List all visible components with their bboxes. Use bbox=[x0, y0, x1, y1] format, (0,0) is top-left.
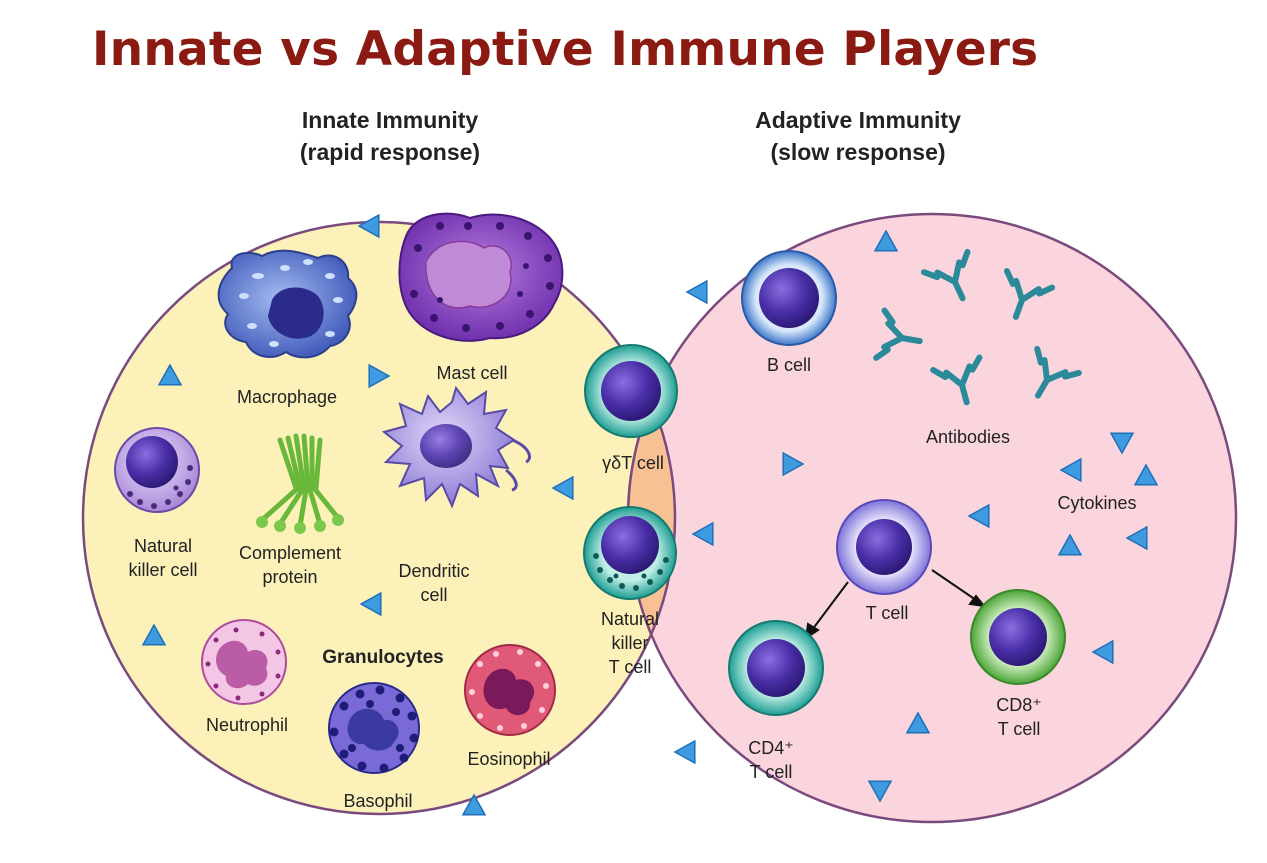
complement-protein-heads bbox=[256, 514, 344, 534]
natural-killer-cell-illustration bbox=[114, 427, 200, 513]
innate-heading-block: Innate Immunity (rapid response) bbox=[240, 104, 540, 168]
dendritic-cell-illustration bbox=[381, 385, 531, 509]
innate-subheading: (rapid response) bbox=[299, 139, 481, 165]
cytokine-triangle bbox=[157, 363, 183, 386]
cytokine-triangle bbox=[1057, 533, 1083, 556]
b-cell-label: B cell bbox=[767, 355, 811, 375]
cytokine-triangle bbox=[1091, 639, 1114, 665]
cytokine-triangle bbox=[1109, 432, 1135, 455]
eosinophil-label: Eosinophil bbox=[467, 749, 550, 769]
cd4-t-cell-label-line1: CD4⁺ bbox=[748, 738, 794, 758]
gamma-delta-t-cell-illustration bbox=[584, 344, 678, 438]
adaptive-circle bbox=[628, 214, 1236, 822]
eosinophil-illustration bbox=[464, 644, 556, 736]
antibodies-illustration bbox=[873, 248, 1082, 406]
t-cell-label: T cell bbox=[866, 603, 909, 623]
neutrophil-label: Neutrophil bbox=[206, 715, 288, 735]
cytokine-triangle bbox=[685, 279, 708, 305]
cytokine-triangle bbox=[873, 229, 899, 252]
cytokine-triangle bbox=[461, 793, 487, 816]
complement-protein-label-line2: protein bbox=[262, 567, 317, 587]
cd8-t-cell-label-line1: CD8⁺ bbox=[996, 695, 1042, 715]
dendritic-cell-label-line2: cell bbox=[420, 585, 447, 605]
cytokine-triangle bbox=[141, 623, 167, 646]
adaptive-heading-block: Adaptive Immunity (slow response) bbox=[708, 104, 1008, 168]
nkt-cell-label-line1: Natural bbox=[601, 609, 659, 629]
cytokine-triangle bbox=[357, 213, 380, 239]
cytokine-triangle bbox=[673, 739, 696, 765]
cytokine-triangle bbox=[867, 780, 893, 803]
natural-killer-cell-label-line2: killer cell bbox=[128, 560, 197, 580]
natural-killer-t-cell-illustration bbox=[583, 506, 677, 600]
dendritic-cell-label-line1: Dendritic bbox=[398, 561, 469, 581]
cytokine-triangle bbox=[691, 521, 714, 547]
complement-protein-illustration bbox=[259, 433, 341, 529]
granulocytes-label: Granulocytes bbox=[322, 647, 443, 668]
cytokine-triangle bbox=[782, 451, 805, 477]
page-title: Innate vs Adaptive Immune Players bbox=[92, 22, 1039, 77]
adaptive-heading: Adaptive Immunity bbox=[755, 107, 961, 133]
cytokine-triangle bbox=[1125, 525, 1148, 551]
natural-killer-cell-label-line1: Natural bbox=[134, 536, 192, 556]
adaptive-subheading: (slow response) bbox=[770, 139, 946, 165]
cd8-t-cell-label-line2: T cell bbox=[998, 719, 1041, 739]
t-cell-illustration bbox=[836, 499, 932, 595]
cd4-t-cell-illustration bbox=[728, 620, 824, 716]
basophil-illustration bbox=[328, 682, 420, 774]
macrophage-label: Macrophage bbox=[237, 387, 337, 407]
cytokine-triangle bbox=[967, 503, 990, 529]
cytokine-triangle bbox=[359, 591, 382, 617]
cytokine-triangle bbox=[551, 475, 574, 501]
cd4-t-cell-label-line2: T cell bbox=[750, 762, 793, 782]
macrophage-illustration bbox=[217, 249, 358, 359]
innate-heading: Innate Immunity bbox=[301, 107, 479, 133]
nkt-cell-label-line3: T cell bbox=[609, 657, 652, 677]
cytokine-triangle bbox=[1059, 457, 1082, 483]
cytokine-triangle bbox=[368, 363, 391, 389]
cytokine-triangle bbox=[905, 711, 931, 734]
mast-cell-label: Mast cell bbox=[436, 363, 507, 383]
cd8-t-cell-illustration bbox=[970, 589, 1066, 685]
nkt-cell-label-line2: killer bbox=[611, 633, 648, 653]
antibodies-label: Antibodies bbox=[926, 427, 1010, 447]
cytokines-label: Cytokines bbox=[1057, 493, 1136, 513]
mast-cell-illustration bbox=[398, 212, 564, 342]
basophil-label: Basophil bbox=[343, 791, 412, 811]
neutrophil-illustration bbox=[201, 619, 287, 705]
cytokine-triangles bbox=[141, 213, 1159, 816]
cytokine-triangle bbox=[1133, 463, 1159, 486]
b-cell-illustration bbox=[741, 250, 837, 346]
gamma-delta-t-cell-label: γδT cell bbox=[602, 453, 664, 473]
complement-protein-label-line1: Complement bbox=[239, 543, 341, 563]
